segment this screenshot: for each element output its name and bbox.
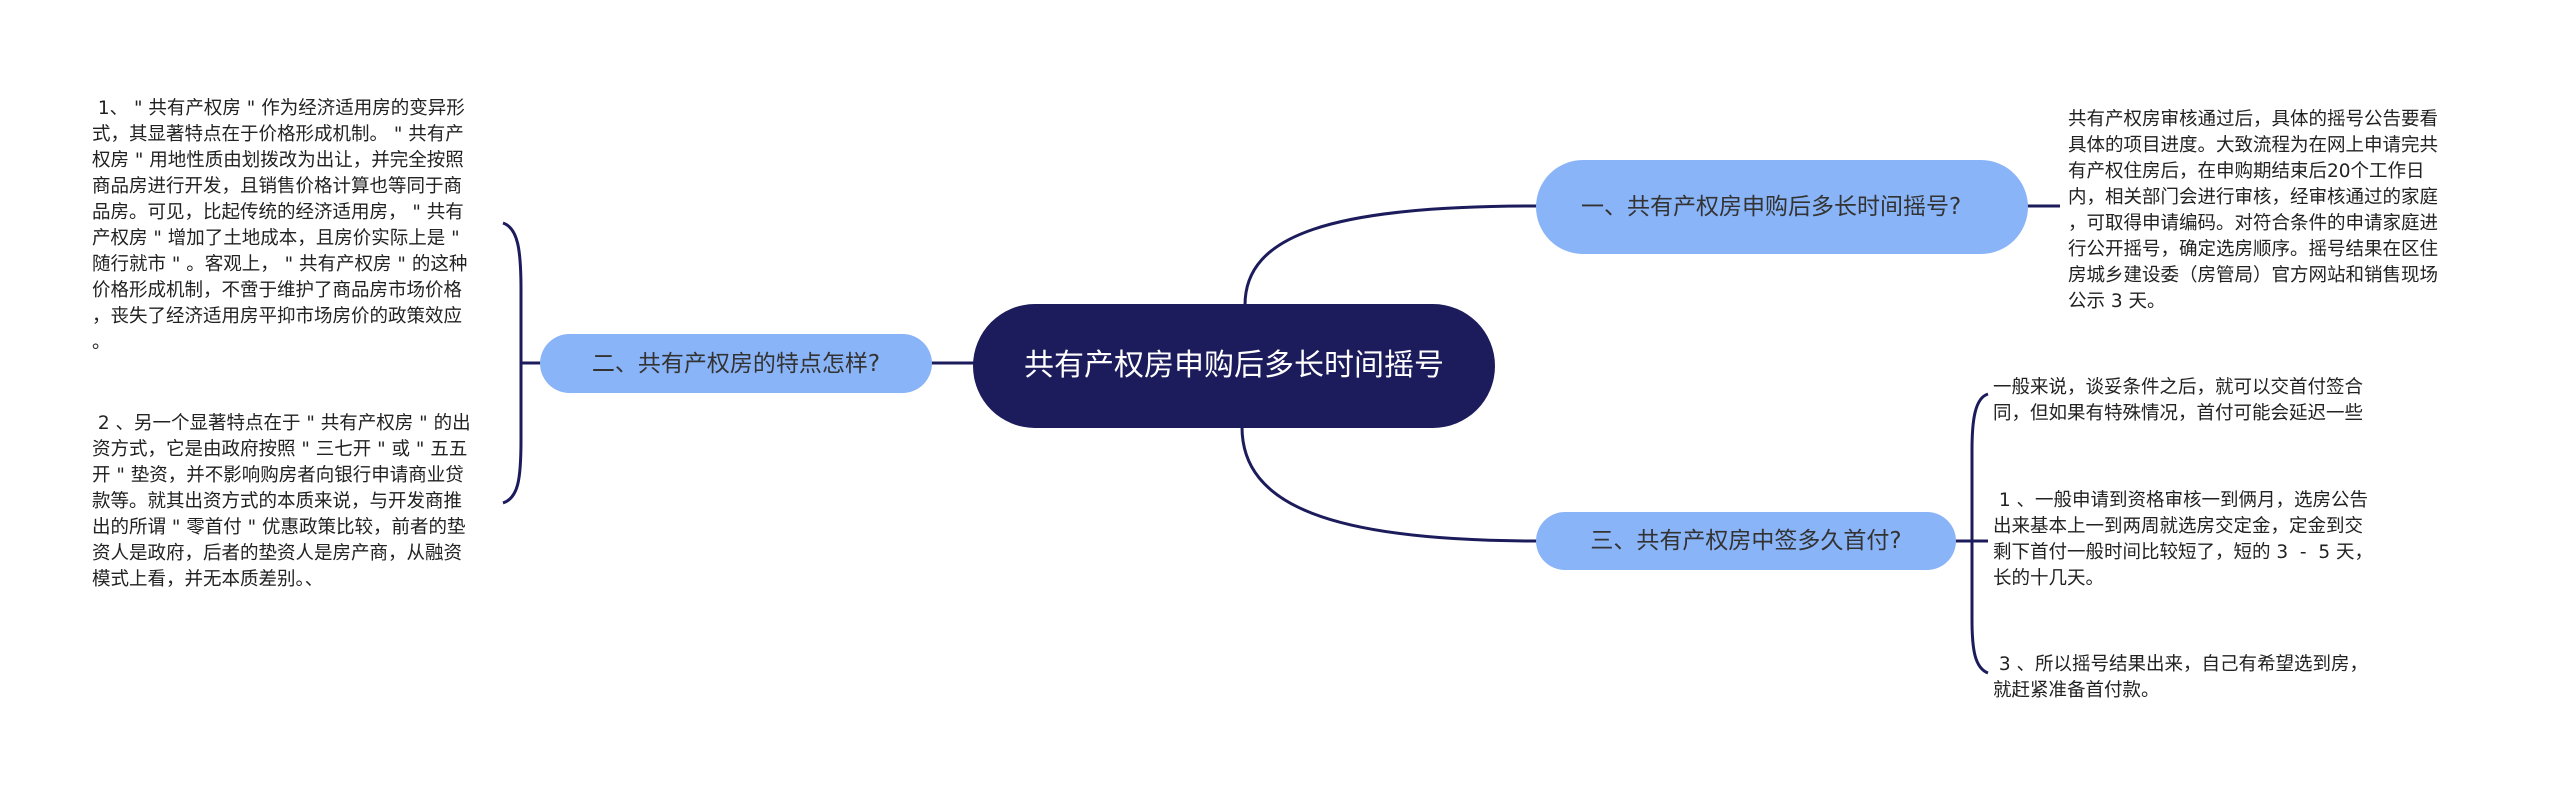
right-bracket [1970, 392, 1989, 675]
text-line: 1 、一般申请到资格审核一到俩月，选房公告 [1993, 490, 2369, 511]
text-line: 二、共有产权房的特点怎样? [591, 350, 881, 377]
text-line: 资人是政府，后者的垫资人是房产商，从融资 [92, 543, 463, 564]
text-line: 共有产权房申购后多长时 [1024, 348, 1354, 383]
link-center-to-branch-3 [1240, 426, 1539, 543]
text-line: 开 " 垫资，并不影响购房者向银行申请商业贷 [92, 465, 464, 486]
text-line: 3 、所以摇号结果出来，自己有希望选到房， [1993, 654, 2369, 675]
text-line: ，可取得申请编码。对符合条件的申请家庭进 [2068, 213, 2439, 234]
branch-3-title: 三、共有产权房中签多久首付? [1590, 523, 1901, 559]
text-line: 行公开摇号，确定选房顺序。摇号结果在区住 [2068, 239, 2439, 260]
text-line: 三、共有产权房中签多久首付? [1590, 528, 1902, 554]
text-line: 具体的项目进度。大致流程为在网上申请完共 [2068, 135, 2439, 156]
branch-3-detail-2[interactable]: 1 、一般申请到资格审核一到俩月，选房公告出来基本上一到两周就选房交定金，定金到… [1993, 488, 2373, 592]
text-line: 房城乡建设委（房管局）官方网站和销售现场 [2068, 265, 2439, 286]
text-line: 就赶紧准备首付款。 [1993, 680, 2160, 701]
text-line: 产权房 " 增加了土地成本，且房价实际上是 " [92, 228, 460, 249]
text-line: 模式上看，并无本质差别。、 [92, 569, 324, 590]
text-line: 长的十几天。 [1993, 568, 2105, 589]
text-line: 资方式，它是由政府按照 " 三七开 " 或 " 五五 [92, 439, 468, 460]
text-line: 间摇号 [1354, 348, 1444, 383]
text-line: 号? [1926, 194, 1962, 220]
branch-2-detail-2[interactable]: 2 、另一个显著特点在于 " 共有产权房 " 的出资方式，它是由政府按照 " 三… [92, 411, 471, 593]
branch-3-detail-3[interactable]: 3 、所以摇号结果出来，自己有希望选到房， 就赶紧准备首付款。 [1993, 652, 2368, 704]
text-line: ，丧失了经济适用房平抑市场房价的政策效应 [92, 306, 463, 327]
text-line: 共有产权房审核通过后，具体的摇号公告要看 [2068, 109, 2439, 130]
central-topic[interactable]: 共有产权房申购后多长时间摇号 [973, 304, 1495, 428]
text-line: 2 、另一个显著特点在于 " 共有产权房 " 的出 [92, 413, 471, 434]
text-line: 出来基本上一到两周就选房交定金，定金到交 [1993, 516, 2364, 537]
text-line: 商品房进行开发，且销售价格计算也等同于商 [92, 176, 463, 197]
text-line: 内，相关部门会进行审核，经审核通过的家庭 [2068, 187, 2439, 208]
left-bracket [502, 221, 523, 505]
text-line: 剩下首付一般时间比较短了，短的 3 - 5 天， [1993, 542, 2374, 563]
text-line: 品房。可见，比起传统的经济适用房， " 共有 [92, 202, 464, 223]
text-line: 一、共有产权房申购后多长时间摇 [1581, 194, 1926, 220]
central-topic-text: 共有产权房申购后多长时间摇号 [1024, 345, 1444, 387]
text-line: 价格形成机制，不啻于维护了商品房市场价格 [92, 280, 463, 301]
branch-2-topic[interactable]: 二、共有产权房的特点怎样? [540, 334, 932, 393]
text-line: 1、 " 共有产权房 " 作为经济适用房的变异形 [92, 98, 465, 119]
branch-1-detail[interactable]: 共有产权房审核通过后，具体的摇号公告要看具体的项目进度。大致流程为在网上申请完共… [2068, 107, 2438, 315]
branch-2-title: 二、共有产权房的特点怎样? [592, 346, 880, 382]
branch-2-detail-1[interactable]: 1、 " 共有产权房 " 作为经济适用房的变异形式，其显著特点在于价格形成机制。… [92, 96, 467, 356]
text-line: 式，其显著特点在于价格形成机制。 " 共有产 [92, 124, 464, 145]
branch-1-topic[interactable]: 一、共有产权房申购后多长时间摇号? [1536, 160, 2028, 254]
link-center-to-branch-1 [1243, 204, 1539, 306]
branch-3-detail-1[interactable]: 一般来说，谈妥条件之后，就可以交首付签合同，但如果有特殊情况，首付可能会延迟一些 [1993, 375, 2363, 427]
text-line: 有产权住房后，在申购期结束后20个工作日 [2068, 161, 2425, 182]
text-line: 一般来说，谈妥条件之后，就可以交首付签合 [1993, 377, 2364, 398]
branch-1-title: 一、共有产权房申购后多长时间摇号? [1581, 189, 1961, 225]
branch-3-topic[interactable]: 三、共有产权房中签多久首付? [1536, 512, 1956, 570]
text-line: 。 [92, 332, 111, 353]
text-line: 权房 " 用地性质由划拨改为出让，并完全按照 [92, 150, 464, 171]
text-line: 款等。就其出资方式的本质来说，与开发商推 [92, 491, 463, 512]
text-line: 同，但如果有特殊情况，首付可能会延迟一些 [1993, 403, 2364, 424]
text-line: 随行就市 " 。客观上， " 共有产权房 " 的这种 [92, 254, 468, 275]
text-line: 出的所谓 " 零首付 " 优惠政策比较，前者的垫 [92, 517, 466, 538]
text-line: 公示 3 天。 [2068, 291, 2166, 312]
